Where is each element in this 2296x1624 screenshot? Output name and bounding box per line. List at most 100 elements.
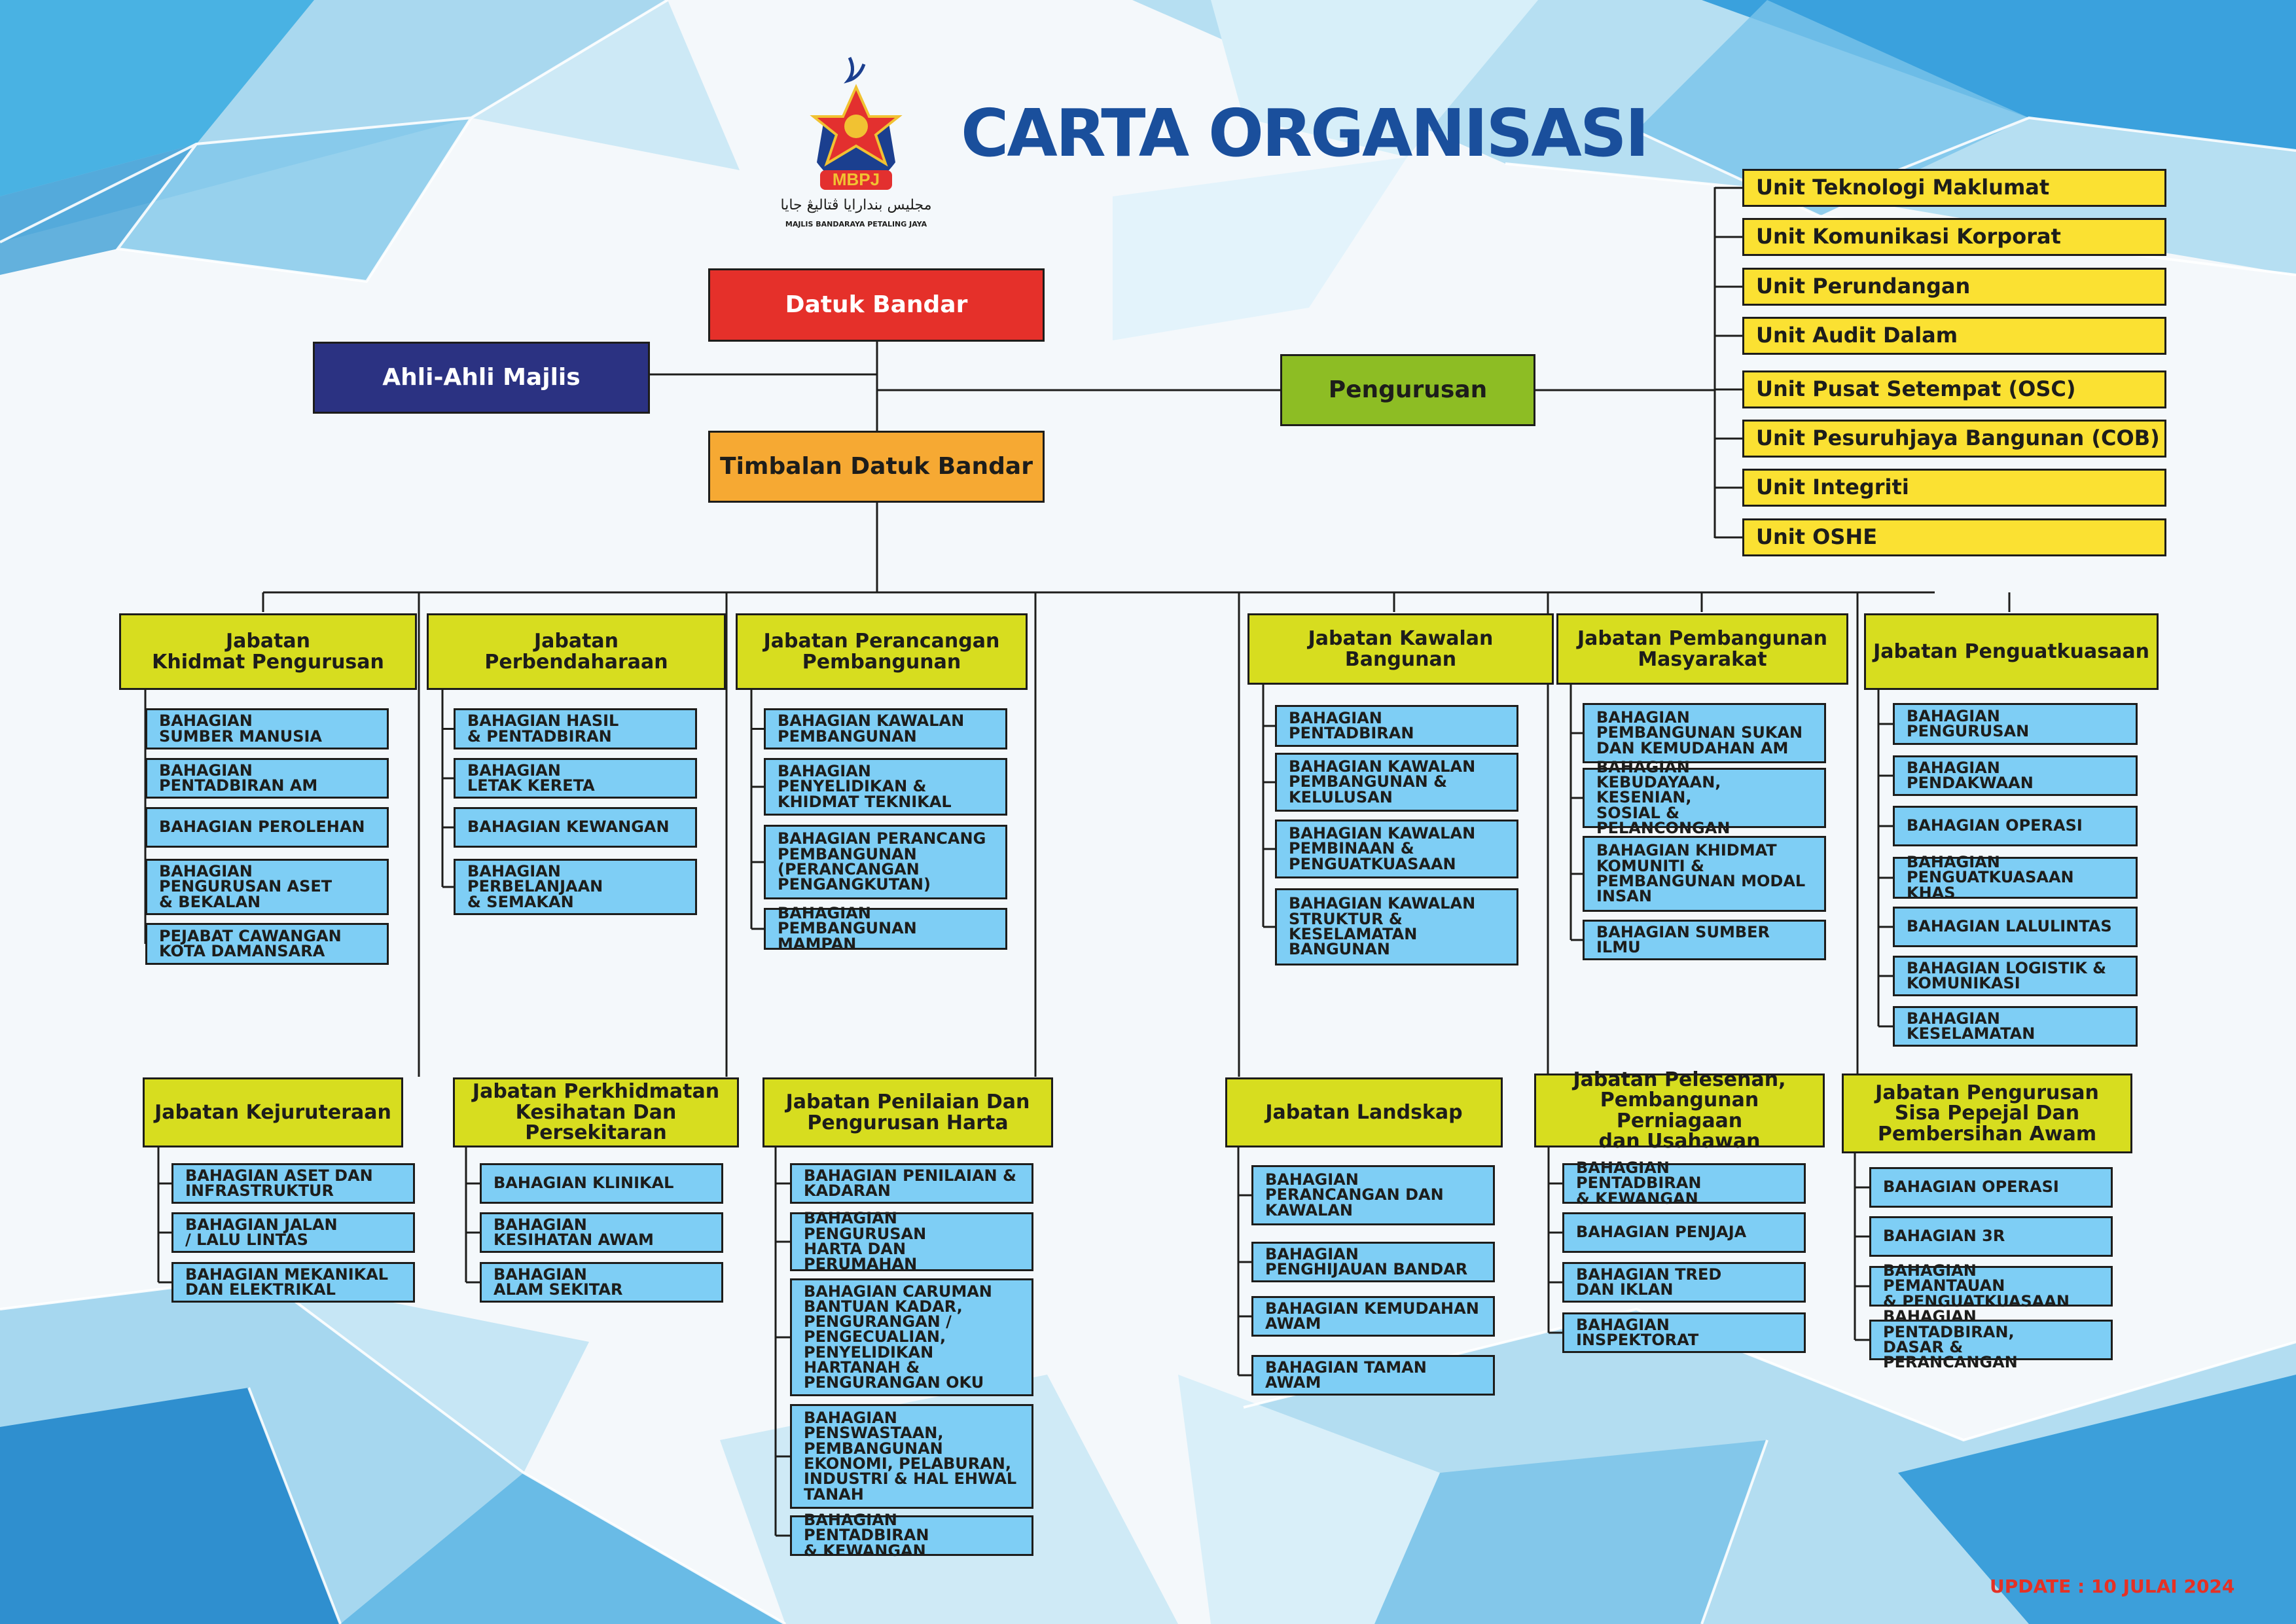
bahagian-box: BAHAGIAN KEMUDAHAN AWAM (1251, 1296, 1495, 1337)
unit-box-label: Unit Teknologi Maklumat (1756, 175, 2050, 200)
jabatan-box-label: Jabatan Perbendaharaan (484, 630, 668, 674)
bahagian-box: BAHAGIAN PEMBANGUNAN SUKAN DAN KEMUDAHAN… (1583, 703, 1826, 763)
bahagian-box-label: BAHAGIAN PEMBANGUNAN SUKAN DAN KEMUDAHAN… (1596, 708, 1803, 757)
unit-box-label: Unit Integriti (1756, 475, 1909, 500)
jabatan-box-label: Jabatan Kawalan Bangunan (1308, 627, 1494, 671)
bahagian-box-label: BAHAGIAN PENTADBIRAN, DASAR & PERANCANGA… (1883, 1307, 2018, 1372)
bahagian-box-label: BAHAGIAN PERBELANJAAN & SEMAKAN (467, 862, 603, 911)
jabatan-box-label: Jabatan Penilaian Dan Pengurusan Harta (785, 1091, 1030, 1134)
unit-box-label: Unit Audit Dalam (1756, 323, 1958, 348)
jabatan-box-label: Jabatan Khidmat Pengurusan (152, 630, 384, 674)
ahli-majlis-box: Ahli-Ahli Majlis (313, 342, 650, 414)
jabatan-box: Jabatan Pengurusan Sisa Pepejal Dan Pemb… (1842, 1074, 2132, 1153)
bahagian-box-label: BAHAGIAN KLINIKAL (493, 1174, 674, 1193)
bahagian-box: BAHAGIAN ALAM SEKITAR (480, 1262, 723, 1303)
bahagian-box: BAHAGIAN PENTADBIRAN & KEWANGAN (790, 1511, 1033, 1560)
bahagian-box: PEJABAT CAWANGAN KOTA DAMANSARA (145, 923, 389, 965)
bahagian-box-label: BAHAGIAN INSPEKTORAT (1576, 1315, 1699, 1349)
bahagian-box-label: BAHAGIAN PERANCANGAN DAN KAWALAN (1265, 1170, 1444, 1219)
unit-box: Unit Perundangan (1742, 268, 2166, 306)
jabatan-box: Jabatan Perkhidmatan Kesihatan Dan Perse… (453, 1077, 739, 1147)
unit-box: Unit Pusat Setempat (OSC) (1742, 370, 2166, 408)
logo-abbrev: MBPJ (833, 170, 880, 189)
bahagian-box-label: BAHAGIAN JALAN / LALU LINTAS (185, 1215, 338, 1249)
jabatan-box: Jabatan Perbendaharaan (427, 613, 726, 690)
jabatan-box: Jabatan Penilaian Dan Pengurusan Harta (762, 1077, 1053, 1147)
bahagian-box-label: BAHAGIAN PERANCANG PEMBANGUNAN (PERANCAN… (778, 829, 986, 894)
bahagian-box-label: BAHAGIAN PENTADBIRAN AM (159, 761, 318, 795)
bahagian-box: BAHAGIAN KAWALAN PEMBANGUNAN (764, 708, 1007, 749)
bahagian-box-label: BAHAGIAN KEWANGAN (467, 818, 670, 837)
bahagian-box: BAHAGIAN PENGURUSAN ASET & BEKALAN (145, 859, 389, 915)
bahagian-box-label: BAHAGIAN PENTADBIRAN & KEWANGAN (1576, 1159, 1702, 1208)
bahagian-box: BAHAGIAN TRED DAN IKLAN (1562, 1262, 1806, 1303)
unit-box: Unit Pesuruhjaya Bangunan (COB) (1742, 420, 2166, 458)
bahagian-box: BAHAGIAN PENTADBIRAN, DASAR & PERANCANGA… (1869, 1308, 2113, 1370)
bahagian-box: BAHAGIAN KLINIKAL (480, 1163, 723, 1204)
jabatan-box: Jabatan Kejuruteraan (143, 1077, 403, 1147)
bahagian-box: BAHAGIAN PERANCANG PEMBANGUNAN (PERANCAN… (764, 825, 1007, 899)
bahagian-box: BAHAGIAN SUMBER MANUSIA (145, 708, 389, 749)
bahagian-box-label: BAHAGIAN PEMBANGUNAN MAMPAN (778, 904, 917, 953)
bahagian-box: BAHAGIAN PERBELANJAAN & SEMAKAN (454, 859, 697, 915)
bahagian-box: BAHAGIAN JALAN / LALU LINTAS (171, 1212, 415, 1253)
bahagian-box: BAHAGIAN PENTADBIRAN & KEWANGAN (1562, 1159, 1806, 1208)
bahagian-box-label: BAHAGIAN OPERASI (1883, 1178, 2059, 1197)
bahagian-box-label: BAHAGIAN PENGHIJAUAN BANDAR (1265, 1244, 1468, 1278)
bahagian-box-label: BAHAGIAN HASIL & PENTADBIRAN (467, 712, 619, 746)
bahagian-box: BAHAGIAN PEROLEHAN (145, 807, 389, 848)
jabatan-box: Jabatan Pembangunan Masyarakat (1556, 613, 1848, 685)
bahagian-box-label: BAHAGIAN PEMANTAUAN & PENGUATKUASAAN (1883, 1261, 2070, 1310)
jabatan-box-label: Jabatan Pengurusan Sisa Pepejal Dan Pemb… (1875, 1081, 2099, 1146)
bahagian-box: BAHAGIAN MEKANIKAL DAN ELEKTRIKAL (171, 1262, 415, 1303)
bahagian-box: BAHAGIAN 3R (1869, 1216, 2113, 1257)
bahagian-box-label: BAHAGIAN KHIDMAT KOMUNITI & PEMBANGUNAN … (1596, 841, 1806, 906)
bahagian-box: BAHAGIAN PENGUATKUASAAN KHAS (1893, 853, 2138, 902)
bahagian-box-label: BAHAGIAN TAMAN AWAM (1265, 1358, 1427, 1392)
bahagian-box-label: BAHAGIAN 3R (1883, 1227, 2005, 1246)
jabatan-box-label: Jabatan Kejuruteraan (154, 1100, 391, 1124)
bahagian-box: BAHAGIAN LOGISTIK & KOMUNIKASI (1893, 956, 2138, 996)
bahagian-box: BAHAGIAN SUMBER ILMU (1583, 920, 1826, 960)
bahagian-box: BAHAGIAN KAWALAN PEMBINAAN & PENGUATKUAS… (1275, 820, 1518, 878)
bahagian-box-label: BAHAGIAN KAWALAN PEMBINAAN & PENGUATKUAS… (1289, 824, 1476, 873)
bahagian-box: BAHAGIAN PENGHIJAUAN BANDAR (1251, 1242, 1495, 1282)
bahagian-box: BAHAGIAN KHIDMAT KOMUNITI & PEMBANGUNAN … (1583, 836, 1826, 912)
bahagian-box-label: BAHAGIAN SUMBER MANUSIA (159, 712, 322, 746)
bahagian-box: BAHAGIAN INSPEKTORAT (1562, 1312, 1806, 1353)
bahagian-box: BAHAGIAN PEMBANGUNAN MAMPAN (764, 904, 1007, 953)
bahagian-box-label: BAHAGIAN LETAK KERETA (467, 761, 595, 795)
unit-box-label: Unit Pesuruhjaya Bangunan (COB) (1756, 425, 2160, 451)
mbpj-logo: MBPJ مجليس بندارايا ڤتاليڠ جايا MAJLIS B… (781, 56, 931, 228)
bahagian-box: BAHAGIAN LETAK KERETA (454, 758, 697, 799)
bahagian-box: BAHAGIAN OPERASI (1893, 806, 2138, 846)
bahagian-box-label: BAHAGIAN KEMUDAHAN AWAM (1265, 1299, 1479, 1333)
bahagian-box: BAHAGIAN PENTADBIRAN AM (145, 758, 389, 799)
bahagian-box: BAHAGIAN PENILAIAN & KADARAN (790, 1163, 1033, 1204)
bahagian-box: BAHAGIAN ASET DAN INFRASTRUKTUR (171, 1163, 415, 1204)
bahagian-box-label: BAHAGIAN PENJAJA (1576, 1223, 1747, 1242)
unit-box-label: Unit OSHE (1756, 524, 1878, 550)
jabatan-box: Jabatan Perancangan Pembangunan (736, 613, 1028, 690)
bahagian-box-label: BAHAGIAN PENGURUSAN HARTA DAN PERUMAHAN (804, 1209, 927, 1274)
bahagian-box-label: BAHAGIAN PENGURUSAN (1907, 706, 2030, 740)
bahagian-box-label: BAHAGIAN SUMBER ILMU (1596, 922, 1770, 956)
bahagian-box-label: BAHAGIAN PENGUATKUASAAN KHAS (1907, 853, 2074, 902)
jabatan-box-label: Jabatan Perancangan Pembangunan (763, 630, 1000, 674)
bahagian-box-label: BAHAGIAN PENTADBIRAN & KEWANGAN (804, 1511, 929, 1560)
bahagian-box-label: BAHAGIAN LOGISTIK & KOMUNIKASI (1907, 958, 2107, 992)
bahagian-box-label: BAHAGIAN KAWALAN PEMBANGUNAN & KELULUSAN (1289, 757, 1476, 806)
jabatan-box: Jabatan Penguatkuasaan (1864, 613, 2159, 690)
bahagian-box-label: BAHAGIAN CARUMAN BANTUAN KADAR, PENGURAN… (804, 1282, 992, 1392)
unit-box: Unit OSHE (1742, 518, 2166, 556)
bahagian-box: BAHAGIAN KEBUDAYAAN, KESENIAN, SOSIAL & … (1583, 759, 1826, 836)
bahagian-box-label: BAHAGIAN TRED DAN IKLAN (1576, 1265, 1722, 1299)
bahagian-box-label: BAHAGIAN PENILAIAN & KADARAN (804, 1166, 1016, 1200)
jabatan-box: Jabatan Khidmat Pengurusan (119, 613, 417, 690)
jabatan-box-label: Jabatan Penguatkuasaan (1873, 640, 2149, 663)
bahagian-box: BAHAGIAN PENTADBIRAN (1275, 705, 1518, 747)
bahagian-box: BAHAGIAN KAWALAN PEMBANGUNAN & KELULUSAN (1275, 753, 1518, 812)
bahagian-box: BAHAGIAN LALULINTAS (1893, 907, 2138, 947)
bahagian-box: BAHAGIAN PENGURUSAN (1893, 703, 2138, 745)
logo-caption: MAJLIS BANDARAYA PETALING JAYA (785, 220, 927, 228)
